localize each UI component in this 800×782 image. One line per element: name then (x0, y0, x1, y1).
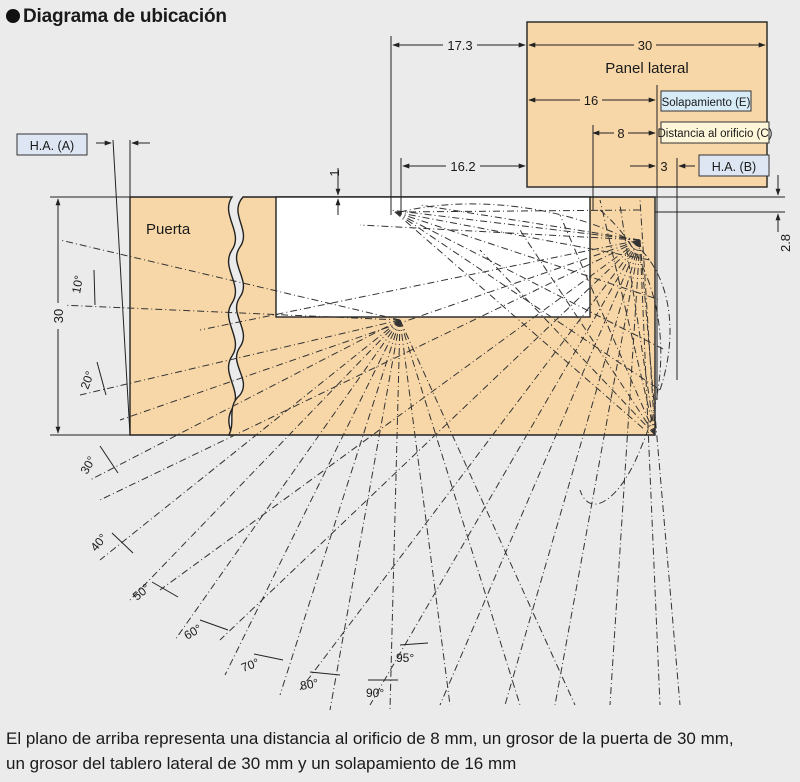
swing-corner-5 (619, 204, 656, 436)
swing-line-1 (59, 304, 401, 321)
swing-line-10 (389, 319, 401, 711)
swing-line-3 (89, 319, 401, 481)
angle-labels: 10° 20° 30° 40° 50° 60° 70° 80° 90° 95° (69, 274, 414, 700)
swing-corner-4 (639, 199, 656, 436)
angle-label-20: 20° (78, 369, 97, 391)
ha-b-box (698, 154, 770, 177)
swing-corner-1 (559, 214, 656, 436)
swing-ray-4 (219, 239, 641, 641)
dim-16: 16 (584, 93, 598, 108)
title-text: Diagrama de ubicación (23, 6, 227, 27)
swing-ray-9 (554, 239, 641, 706)
swing-line-6 (174, 319, 401, 641)
swing-line-7 (224, 319, 401, 676)
angle-label-30: 30° (77, 454, 98, 477)
swing-ray-0 (199, 239, 641, 331)
swing-upper-5 (394, 211, 646, 431)
swing-lines (59, 199, 681, 711)
bullet-icon (6, 9, 20, 23)
ha-a-label: H.A. (A) (30, 139, 74, 153)
swing-ray-10 (609, 239, 641, 706)
dim-8: 8 (617, 126, 624, 141)
swing-line-2 (79, 319, 401, 396)
caption-line-2: un grosor del tablero lateral de 30 mm y… (6, 754, 517, 773)
swing-upper-4 (394, 211, 661, 391)
swing-line-9 (329, 319, 401, 711)
dim-30-side-panel: 30 (638, 38, 652, 53)
dim-17-3: 17.3 (447, 38, 472, 53)
angle-label-10: 10° (69, 274, 86, 294)
corner-path-arc (579, 209, 662, 505)
dim-30-door: 30 (51, 309, 66, 323)
angle-label-50: 50° (130, 581, 153, 604)
dim-2-8: 2.8 (778, 234, 793, 252)
swing-ray-7 (439, 239, 641, 706)
angle-label-80: 80° (299, 676, 319, 693)
edge-path-arc (399, 203, 671, 391)
swing-ray-1 (119, 239, 641, 421)
swing-ray-12 (639, 239, 681, 706)
swing-ray-2 (99, 239, 641, 501)
swing-ray-3 (159, 239, 641, 591)
dim-16-2: 16.2 (450, 159, 475, 174)
door-left-part (129, 196, 237, 436)
swing-line-8 (279, 319, 401, 696)
dim-1: 1 (327, 169, 342, 176)
diagram-title: Diagrama de ubicación (6, 6, 227, 28)
caption: El plano de arriba representa una distan… (6, 726, 796, 776)
swing-corner-0 (599, 199, 656, 436)
overlay-box (660, 90, 752, 112)
overlay-label: Solapamiento (E) (662, 97, 751, 109)
door-label: Puerta (146, 221, 191, 238)
angle-label-60: 60° (182, 621, 205, 642)
location-diagram: 17.3 30 16 8 3 16.2 1 2.8 30 Puerta Pane… (16, 21, 793, 711)
swing-corner-3 (479, 249, 656, 436)
swing-ray-8 (504, 239, 641, 706)
side-panel-label: Panel lateral (605, 60, 688, 77)
ha-b-label: H.A. (B) (712, 160, 756, 174)
caption-line-1: El plano de arriba representa una distan… (6, 729, 734, 748)
angle-label-90: 90° (366, 686, 384, 700)
angle-label-95: 95° (396, 651, 414, 665)
swing-line-5 (129, 319, 401, 601)
dim-3: 3 (660, 159, 667, 174)
hole-distance-label: Distancia al orificio (C) (657, 128, 772, 140)
swing-ray-13 (419, 204, 641, 241)
swing-ray-15 (359, 224, 641, 241)
hole-distance-box (660, 121, 770, 144)
swing-upper-3 (394, 211, 666, 351)
swing-corner-2 (519, 229, 656, 436)
angle-label-70: 70° (239, 655, 261, 674)
ha-a-box (16, 133, 88, 156)
swing-line-4 (99, 319, 401, 561)
swing-upper-0 (394, 209, 641, 213)
swing-upper-1 (394, 211, 651, 261)
swing-line-13 (399, 319, 576, 706)
swing-line-11 (399, 319, 451, 706)
angle-label-40: 40° (88, 531, 111, 554)
hinge-pocket (275, 196, 591, 318)
swing-ray-6 (369, 239, 641, 706)
swing-line-12 (399, 319, 521, 706)
swing-upper-2 (394, 211, 661, 301)
swing-ray-5 (299, 239, 641, 691)
swing-line-0 (59, 239, 401, 321)
